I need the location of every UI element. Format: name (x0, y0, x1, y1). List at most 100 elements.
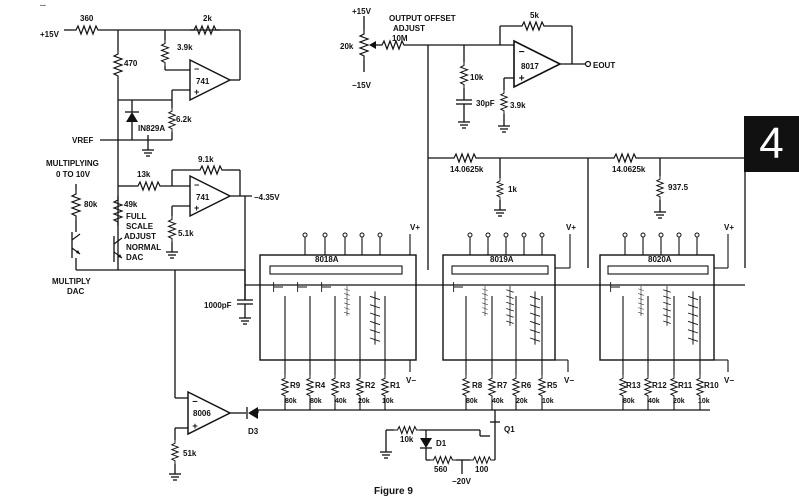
ground-icon (168, 473, 182, 481)
resistor-9.1k (195, 165, 227, 175)
pot-20k (359, 29, 369, 61)
resistor-100 (469, 456, 495, 464)
bit-resistor-value: 10k (542, 398, 554, 405)
opamp-741-ref-label: 741 (196, 77, 210, 86)
resistor-2k-label: 2k (203, 14, 212, 23)
bit-resistor-name: R12 (652, 381, 667, 390)
resistor-5.1k (167, 215, 177, 243)
chip-8019a-vminus-label: V− (564, 376, 574, 385)
q1-label: Q1 (504, 425, 515, 434)
resistor-9.1k-label: 9.1k (198, 155, 214, 164)
bit-resistor-name: R2 (365, 381, 376, 390)
bit-resistor-value: 10k (698, 398, 710, 405)
ground-icon (493, 209, 507, 217)
resistor-470-label: 470 (124, 59, 138, 68)
cap-1000pf-label: 1000pF (204, 301, 232, 310)
opamp-8017-label: 8017 (521, 62, 539, 71)
resistor-51k-label: 51k (183, 449, 197, 458)
chip-8018a-vminus-label: V− (406, 376, 416, 385)
resistor-10k-offset (459, 61, 469, 89)
offset-section: +15V 20k −15V OUTPUT OFFSET ADJUST 10M 1… (340, 7, 615, 270)
resistor-3.9k-gnd (500, 89, 508, 115)
header-fragment: ... (40, 1, 46, 8)
vref-label: VREF (72, 136, 93, 145)
resistor-13k-label: 13k (137, 170, 151, 179)
cap-30pf-label: 30pF (476, 99, 495, 108)
bit-resistor-value: 40k (335, 398, 347, 405)
pot-20k-label: 20k (340, 42, 354, 51)
full-label: FULL (126, 212, 147, 221)
resistor-5k (517, 21, 549, 31)
neg15-label: −15V (352, 81, 372, 90)
bit-resistor-name: R6 (521, 381, 532, 390)
bit-resistor-name: R8 (472, 381, 483, 390)
wiper-arrow-icon (369, 41, 376, 49)
ground-icon (457, 121, 471, 129)
resistor-14.0625k-1 (449, 153, 481, 163)
bit-resistor-value: 20k (673, 398, 685, 405)
neg-4.35v-label: −4.35V (254, 193, 280, 202)
transistor-icon: ⊢ (272, 279, 284, 295)
cap-1000pf: 1000pF (204, 285, 253, 325)
bit-resistor-value: 40k (648, 398, 660, 405)
multiply-input: MULTIPLYING 0 TO 10V 80k MULTIPLY DAC 49… (46, 159, 245, 296)
ladder-icon (687, 290, 699, 346)
d3-label: D3 (248, 427, 259, 436)
resistor-5k-label: 5k (530, 11, 539, 20)
d1-label: D1 (436, 439, 447, 448)
chip-8020a-vminus-label: V− (724, 376, 734, 385)
bit-resistor-name: R1 (390, 381, 401, 390)
chip-8020a: 8020A V+ V− ⊢ (599, 223, 734, 385)
bit-resistor-value: 20k (358, 398, 370, 405)
resistor-10m-label: 10M (392, 34, 408, 43)
ladder-icon (662, 285, 672, 327)
resistor-10k-offset-label: 10k (470, 73, 484, 82)
bit-resistor-name: R10 (704, 381, 719, 390)
pos15-top-label: +15V (352, 7, 372, 16)
section-badge: 4 (744, 116, 799, 172)
eout-label: EOUT (593, 61, 615, 70)
neg20v-label: −20V (452, 477, 472, 486)
scale-label: SCALE (126, 222, 154, 231)
ladder-icon (343, 285, 351, 317)
resistor-80k-multiply-label: 80k (84, 200, 98, 209)
bit-resistor-name: R13 (626, 381, 641, 390)
ground-icon (379, 451, 393, 459)
resistor-560 (429, 455, 457, 465)
bit-resistor-value: 80k (285, 398, 297, 405)
resistor-14.0625k-1-label: 14.0625k (450, 165, 484, 174)
transistor-icon: ⊢ (609, 279, 621, 295)
bit-resistor-name: R4 (315, 381, 326, 390)
resistor-1k-label: 1k (508, 185, 517, 194)
resistor-51k (171, 439, 179, 465)
resistor-937.5 (656, 175, 664, 201)
q1-bias: Q1 10k D1 560 100 −20V (379, 410, 515, 486)
ladder-icon (369, 290, 381, 346)
opamp-741-second-label: 741 (196, 193, 210, 202)
bit-resistor-name: R11 (678, 381, 693, 390)
transistor-icon: ⊢ (452, 279, 464, 295)
ladder-icon (481, 285, 489, 317)
resistor-3.9k-label: 3.9k (177, 43, 193, 52)
resistor-10k-q1-label: 10k (400, 435, 414, 444)
ladder-icon (529, 290, 541, 346)
offset-label-1: OUTPUT OFFSET (389, 14, 456, 23)
resistor-1k (496, 177, 504, 201)
pos15-left-label: +15V (40, 30, 60, 39)
adjust-label: ADJUST (124, 232, 156, 241)
resistor-100-label: 100 (475, 465, 489, 474)
resistor-360-label: 360 (80, 14, 94, 23)
chip-8020a-vplus-label: V+ (724, 223, 734, 232)
resistor-3.9k (160, 39, 170, 67)
resistor-560-label: 560 (434, 465, 448, 474)
resistor-49k-label: 49k (124, 200, 138, 209)
transistor-icon: ⊢ (296, 279, 308, 295)
ladder-icon (505, 285, 515, 327)
bit-resistor-name: R5 (547, 381, 558, 390)
ground-icon (141, 149, 155, 157)
zener-diode-icon (126, 112, 138, 122)
bit-resistors: R9 R4 R3 R2 R1 80k 80k 40k 20k 10k R8 R7… (255, 374, 719, 411)
bit-resistor-value: 40k (492, 398, 504, 405)
offset-label-2: ADJUST (393, 24, 425, 33)
chip-8018a-label: 8018A (315, 255, 339, 264)
